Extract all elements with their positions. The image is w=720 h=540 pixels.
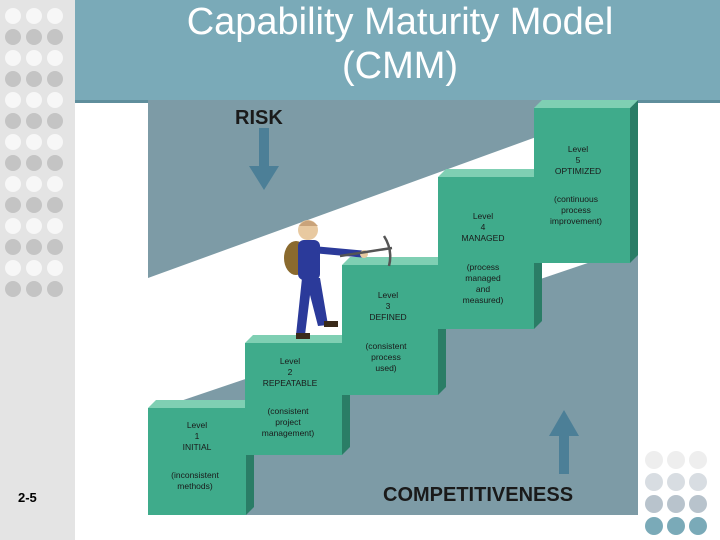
decor-dot — [5, 281, 21, 297]
decor-dot — [26, 176, 42, 192]
decor-dot — [47, 197, 63, 213]
decor-dot — [5, 92, 21, 108]
decor-dot — [26, 71, 42, 87]
decor-dot — [26, 260, 42, 276]
decor-dot — [689, 473, 707, 491]
decor-dot — [26, 134, 42, 150]
title-header — [75, 0, 720, 100]
decor-dot — [47, 113, 63, 129]
climber-figure — [284, 220, 393, 339]
decor-dot — [667, 517, 685, 535]
dot-grid-decoration — [5, 8, 63, 297]
decor-dot — [5, 113, 21, 129]
slide-title: Capability Maturity Model (CMM) — [186, 1, 614, 87]
decor-dot — [689, 517, 707, 535]
competitiveness-arrow — [549, 410, 579, 474]
decor-dot — [5, 29, 21, 45]
decor-dot — [47, 134, 63, 150]
decor-dot — [47, 29, 63, 45]
decor-dot — [47, 239, 63, 255]
decor-dot — [47, 260, 63, 276]
decor-dot — [5, 218, 21, 234]
decor-dot — [5, 134, 21, 150]
decor-dot — [5, 8, 21, 24]
corner-dot-decoration — [645, 451, 707, 535]
decor-dot — [645, 473, 663, 491]
decor-dot — [645, 517, 663, 535]
decor-dot — [667, 451, 685, 469]
decor-dot — [47, 92, 63, 108]
decor-dot — [5, 155, 21, 171]
decor-dot — [47, 50, 63, 66]
decor-dot — [645, 495, 663, 513]
decor-dot — [689, 495, 707, 513]
decor-dot — [26, 29, 42, 45]
decor-dot — [5, 50, 21, 66]
decor-dot — [5, 260, 21, 276]
decor-dot — [47, 8, 63, 24]
decor-dot — [667, 473, 685, 491]
risk-arrow — [249, 128, 279, 190]
decor-dot — [689, 451, 707, 469]
decor-dot — [26, 239, 42, 255]
decor-dot — [26, 281, 42, 297]
decor-dot — [26, 218, 42, 234]
decor-dot — [26, 197, 42, 213]
decor-dot — [667, 495, 685, 513]
decor-dot — [26, 8, 42, 24]
decor-dot — [5, 71, 21, 87]
decor-dot — [47, 176, 63, 192]
decor-dot — [47, 155, 63, 171]
risk-label: RISK — [235, 107, 283, 129]
decor-dot — [47, 218, 63, 234]
decor-dot — [26, 92, 42, 108]
decor-dot — [5, 176, 21, 192]
decor-dot — [26, 113, 42, 129]
slide-number: 2-5 — [18, 490, 37, 505]
competitiveness-label: COMPETITIVENESS — [383, 484, 573, 506]
decor-dot — [26, 50, 42, 66]
decor-dot — [645, 451, 663, 469]
decor-dot — [47, 71, 63, 87]
decor-dot — [5, 197, 21, 213]
decor-dot — [47, 281, 63, 297]
decor-dot — [26, 155, 42, 171]
decor-dot — [5, 239, 21, 255]
